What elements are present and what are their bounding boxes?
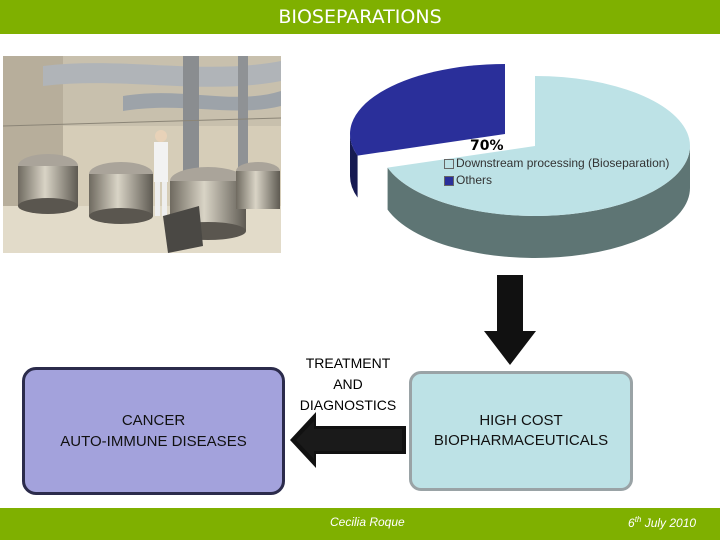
footer-date: 6th July 2010 (628, 515, 696, 530)
header-bar (0, 0, 720, 34)
right-box-line-2: BIOPHARMACEUTICALS (433, 432, 609, 449)
right-box-line-1: HIGH COST (479, 412, 563, 429)
pie-legend: Downstream processing (Bioseparation) Ot… (444, 155, 669, 189)
pie-slice-others (350, 64, 505, 198)
left-box-line-2: AUTO-IMMUNE DISEASES (60, 433, 247, 450)
left-box-line-1: CANCER (121, 412, 186, 429)
footer-date-day: 6 (628, 516, 635, 530)
cancer-autoimmune-box: CANCER AUTO-IMMUNE DISEASES (22, 367, 285, 495)
treatment-diagnostics-label: TREATMENT AND DIAGNOSTICS (292, 353, 404, 416)
high-cost-biopharmaceuticals-box: HIGH COST BIOPHARMACEUTICALS (409, 371, 633, 491)
pie-chart (350, 64, 690, 258)
treatment-line-2: AND (333, 376, 363, 392)
legend-swatch-others (444, 175, 454, 186)
pie-slice-downstream (387, 76, 690, 258)
arrow-left-icon (290, 412, 406, 468)
treatment-line-3: DIAGNOSTICS (299, 397, 397, 413)
legend-item-others: Others (444, 172, 669, 189)
footer-date-rest: July 2010 (641, 516, 697, 530)
slide-title: BIOSEPARATIONS (278, 6, 442, 28)
footer-date-suffix: th (634, 515, 642, 524)
arrow-down-icon (484, 275, 536, 365)
legend-swatch-downstream (444, 158, 454, 169)
footer-author: Cecilia Roque (330, 515, 405, 529)
pie-data-label: 70% (470, 138, 504, 154)
legend-label-others: Others (456, 173, 493, 187)
bioreactor-plant-photo (3, 56, 281, 253)
treatment-line-1: TREATMENT (305, 355, 391, 371)
legend-label-downstream: Downstream processing (Bioseparation) (456, 156, 670, 170)
legend-item-downstream: Downstream processing (Bioseparation) (444, 155, 669, 172)
footer-bar (0, 508, 720, 540)
